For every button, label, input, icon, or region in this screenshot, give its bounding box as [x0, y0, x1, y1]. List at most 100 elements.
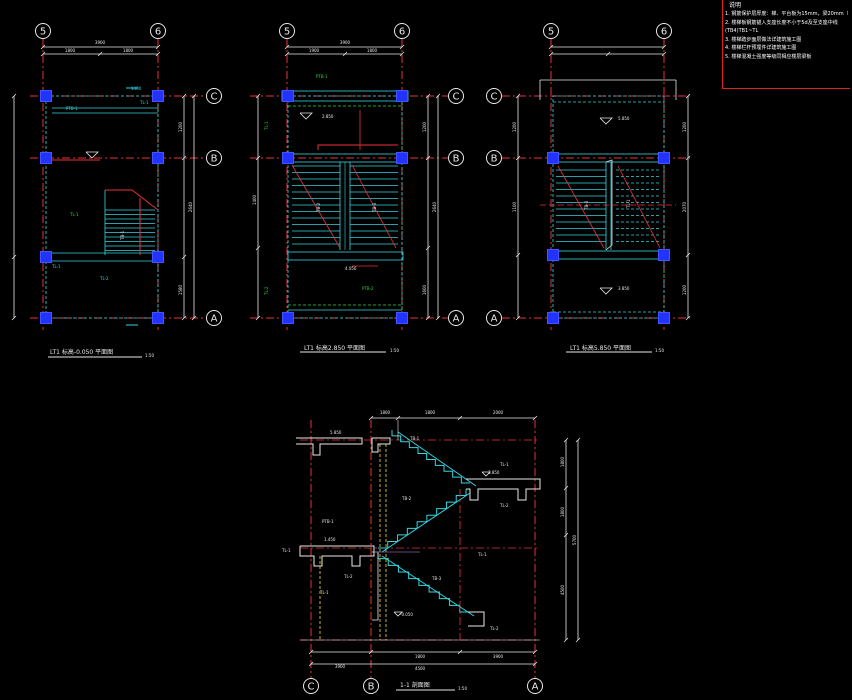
plan3-scale: 1:50	[655, 348, 664, 353]
dim-text: 1200	[422, 121, 427, 132]
elevation-text: 1.450	[324, 537, 336, 542]
column-block	[40, 90, 52, 102]
dimension-left-tick	[255, 245, 261, 251]
dimension-right-tick	[181, 254, 187, 260]
notes-panel: 说明 1. 钢筋保护层厚度：梯、平台板为15mm，梁20mm（详设计说明） 2.…	[722, 0, 850, 89]
column-block	[547, 249, 559, 261]
axis-bubble-6-circle	[150, 23, 166, 39]
dimension-left-tick	[255, 315, 261, 321]
elevation-text: 3.850	[488, 470, 500, 475]
section-scale: 1:50	[458, 686, 467, 691]
plan2-title: LT1 标高2.850 平面图	[304, 344, 365, 352]
beam-label: TL-1	[139, 100, 149, 105]
beam-label: TL-2	[489, 626, 499, 631]
stair-label: TB-1	[409, 436, 420, 441]
slab-label: PTB-2	[362, 286, 374, 291]
note-line-2: 2. 楼梯板钢筋锚入支座长度不小于5d及至支座中线	[725, 19, 838, 26]
dimension-top-tick	[661, 51, 667, 57]
bottom-beam	[468, 611, 485, 627]
dimension-top-total-tick	[661, 44, 667, 50]
dim-text: 1800	[65, 48, 76, 53]
axis-bubble-5: 5	[548, 27, 554, 38]
beam-outline	[552, 250, 665, 260]
elevation-marker	[481, 471, 491, 477]
dim-text: 1100	[512, 201, 517, 212]
note-line-1: 1. 钢筋保护层厚度：梯、平台板为15mm，梁20mm（详设计说明）	[725, 11, 848, 17]
dimension-right-tick	[181, 315, 187, 321]
dim-text: 1800	[415, 654, 426, 659]
stair-label: TB-2	[316, 202, 321, 213]
landing-right	[466, 478, 541, 501]
dimension-left-tick	[11, 93, 17, 99]
dimension-left-tick	[515, 155, 521, 161]
axis-bubble-5: 5	[284, 27, 290, 38]
dimension-top-tick	[457, 415, 463, 421]
axis-bubble-c-circle	[486, 88, 502, 104]
beam-label: TL-2	[499, 503, 509, 508]
dimension-right-tick	[563, 485, 569, 491]
dimension-left-tick	[255, 93, 261, 99]
break-diagonal	[617, 165, 661, 249]
axis-bubble-b-circle	[206, 150, 222, 166]
stair-soffit	[381, 555, 475, 617]
dimension-top-tick	[342, 51, 348, 57]
dim-text: 1800	[380, 410, 391, 415]
axis-bubble-c: C	[211, 92, 218, 103]
dim-text: 1600	[422, 284, 427, 295]
elevation-text: 3.850	[618, 286, 630, 291]
column-block	[282, 312, 294, 324]
dim-text: 1800	[367, 48, 378, 53]
dim-text: 1800	[425, 410, 436, 415]
section-title: 1-1 剖面图	[400, 681, 430, 689]
axis-bubble-a-circle	[527, 678, 543, 694]
axis-bubble-a-circle	[206, 310, 222, 326]
plan1-scale: 1:50	[145, 353, 154, 358]
dimension-right-tick	[181, 93, 187, 99]
beam-label: TL-1	[319, 590, 329, 595]
axis-bubble-b-circle	[486, 150, 502, 166]
dim-text: 2000	[493, 410, 504, 415]
dimension-top-tick	[284, 51, 290, 57]
dim-text: 1200	[512, 121, 517, 132]
column-block	[40, 312, 52, 324]
elevation-text: 5.850	[330, 430, 342, 435]
dimension-top-total-tick	[399, 44, 405, 50]
note-line-6: 5. 楼梯混凝土强度等级同相应楼层梁板	[725, 53, 812, 60]
break-line	[105, 189, 159, 211]
note-line-5: 4. 楼梯栏杆预埋件详建筑施工图	[725, 45, 797, 51]
axis-bubble-a: A	[491, 314, 498, 325]
dimension-top-tick	[395, 415, 401, 421]
beam-label: TL-1	[69, 212, 79, 217]
beam-label: TL-1	[626, 199, 631, 209]
column-block	[40, 152, 52, 164]
axis-bubble-a-circle	[448, 310, 464, 326]
dimension-right-tick	[563, 437, 569, 443]
stair-label: TB-3	[584, 200, 589, 211]
dim-text: 3900	[340, 40, 351, 45]
axis-bubble-a: A	[453, 314, 460, 325]
dim-text: 3900	[335, 664, 346, 669]
beam-label: TL-1	[51, 264, 61, 269]
dimension-top-tick	[532, 415, 538, 421]
stair-soffit	[397, 431, 477, 487]
axis-bubble-c: C	[453, 92, 460, 103]
dim-text: 4500	[415, 666, 426, 671]
dimension-left-tick	[515, 315, 521, 321]
stair-label: TB-3	[431, 576, 442, 581]
beam-label: TL-1	[499, 462, 509, 467]
stair-label: TB-1	[120, 230, 125, 241]
dimension-right-tick	[181, 155, 187, 161]
axis-bubble-a: A	[532, 682, 539, 693]
dim-text: 2640	[188, 201, 193, 212]
top-slab	[296, 437, 363, 456]
elevation-marker	[599, 287, 613, 295]
beam-outline	[287, 251, 404, 261]
elevation-marker	[299, 112, 313, 120]
break-diagonal	[557, 165, 605, 249]
beam-label: TL-1	[264, 121, 269, 131]
dimension-left-tick	[11, 315, 17, 321]
dimension-bottom-tick	[308, 649, 314, 655]
dim-text: 1200	[682, 284, 687, 295]
section-mark: 1400	[131, 86, 142, 91]
stair-flight-upper	[391, 430, 470, 484]
